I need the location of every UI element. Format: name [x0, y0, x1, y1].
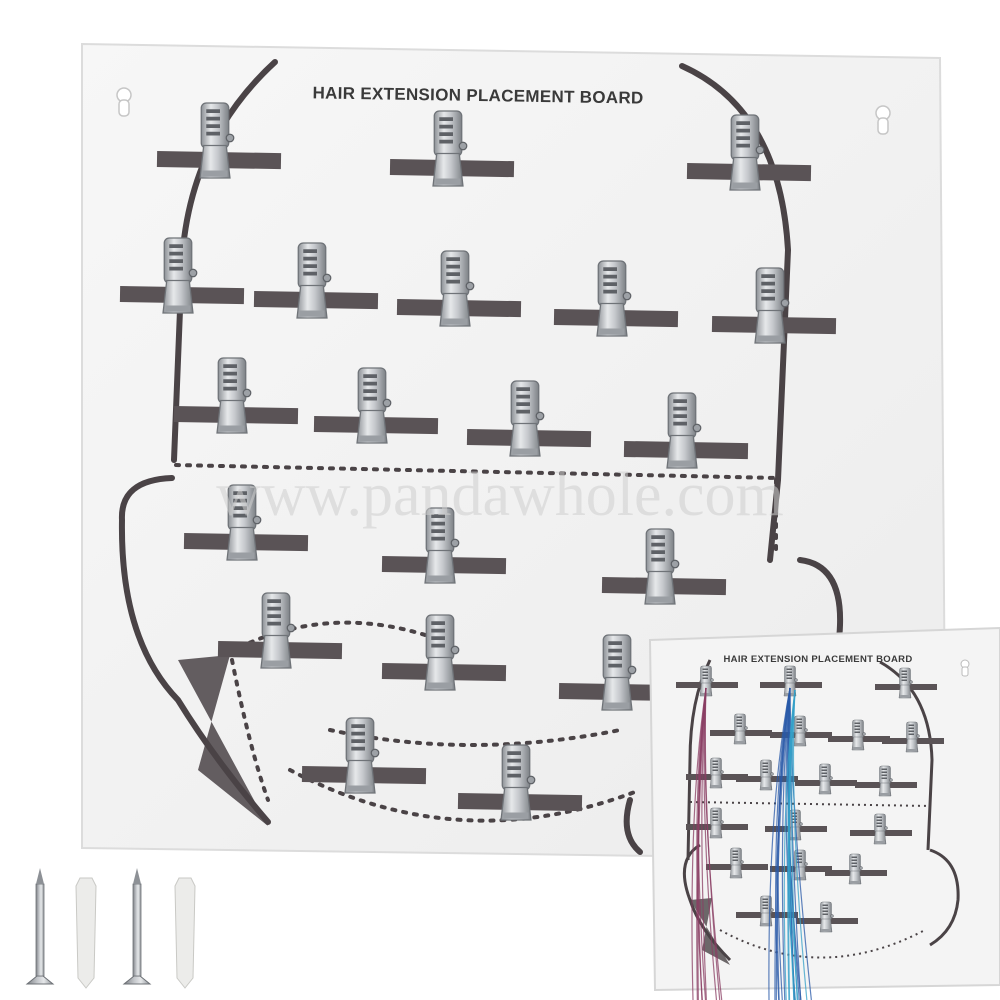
hair-strand — [789, 687, 812, 1000]
inset-keyhole-slot — [960, 659, 970, 677]
inset-hair-clip — [818, 763, 833, 795]
hair-strand — [792, 689, 808, 1000]
inset-hair-clip — [851, 719, 866, 751]
inset-hair-clip — [759, 759, 774, 791]
inset-hair-clip — [733, 713, 748, 745]
hair-clip — [162, 237, 198, 314]
inset-hair-clip — [905, 721, 920, 753]
inset-hair-clip — [699, 665, 714, 697]
inset-board-in-use: HAIR EXTENSION PLACEMENT BOARD — [648, 626, 1000, 1000]
hair-strand — [704, 687, 721, 1000]
inset-hair-clip — [819, 901, 834, 933]
hair-clip — [509, 380, 545, 457]
inset-hair-clip — [878, 765, 893, 797]
hair-clip — [296, 242, 332, 319]
hair-clip — [199, 102, 235, 179]
hair-clip — [432, 110, 468, 187]
screw-2 — [123, 867, 151, 985]
hair-clip — [356, 367, 392, 444]
hair-clip — [729, 114, 765, 191]
hair-clip — [500, 744, 536, 821]
inset-hair-clip — [848, 853, 863, 885]
inset-hair-clip — [729, 847, 744, 879]
hair-clip — [666, 392, 702, 469]
hair-clip — [260, 592, 296, 669]
inset-hair-clip — [898, 667, 913, 699]
hair-clip — [754, 267, 790, 344]
hair-clip — [601, 634, 637, 711]
hair-clip — [644, 528, 680, 605]
screw-1 — [26, 867, 54, 985]
hair-clip — [344, 717, 380, 794]
hair-strands — [691, 687, 812, 1000]
keyhole-slot-right — [875, 105, 891, 135]
dotted-guides — [174, 463, 780, 823]
watermark: www.pandawhole.com — [216, 461, 784, 529]
wall-anchor-2 — [174, 877, 196, 989]
inset-hair-clip — [709, 757, 724, 789]
keyhole-slot-left — [116, 87, 132, 117]
inset-hair-clip — [709, 807, 724, 839]
inset-board-title: HAIR EXTENSION PLACEMENT BOARD — [724, 654, 913, 665]
jaw-shape — [178, 655, 268, 826]
hair-clip — [216, 357, 252, 434]
wall-anchor-1 — [75, 877, 97, 989]
hair-clip — [596, 260, 632, 337]
mounting-hardware — [26, 867, 196, 989]
inset-hair-clip — [873, 813, 888, 845]
hair-clip — [439, 250, 475, 327]
hair-clip — [424, 614, 460, 691]
inset-hair-clip — [793, 715, 808, 747]
inset-hair-clip — [759, 895, 774, 927]
